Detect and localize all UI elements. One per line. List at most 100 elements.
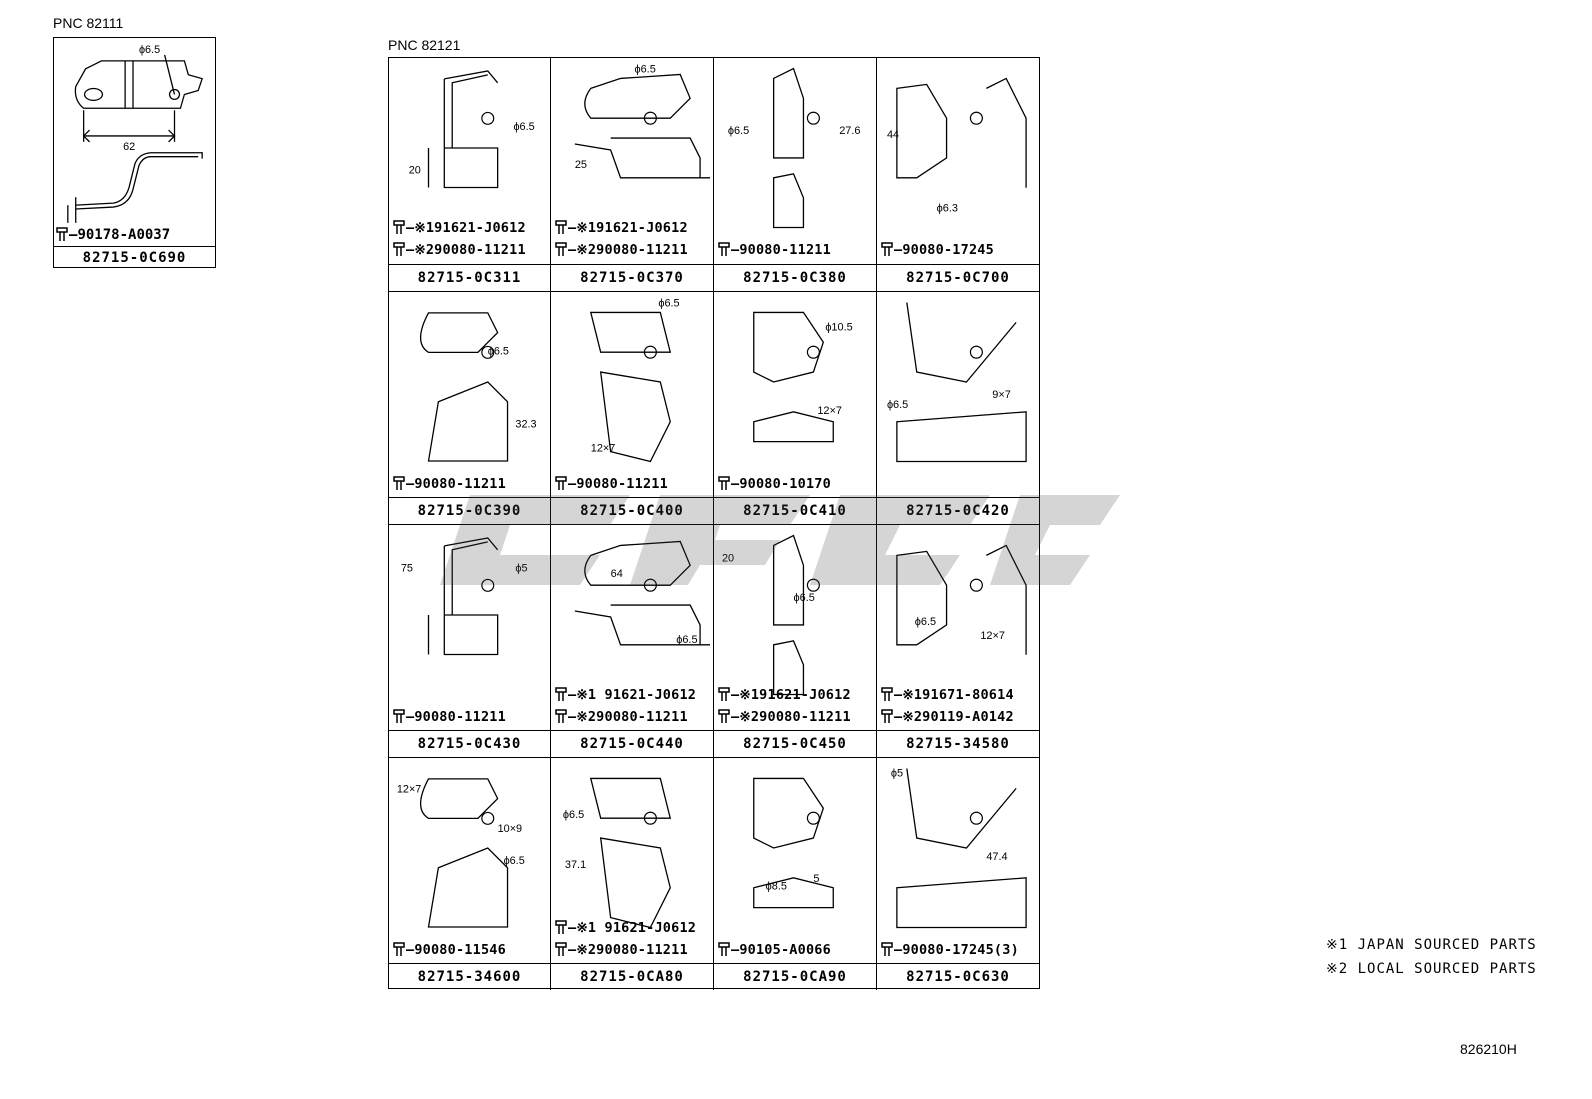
part-cell[interactable]: ϕ6.527.6—90080-11211—82715-0C380 (714, 58, 877, 292)
dim-label: 37.1 (565, 859, 586, 871)
bolt-dash: — (731, 242, 740, 258)
bolt-number: ※191621-J0612 (576, 220, 688, 236)
dim-label: ϕ6.5 (634, 63, 655, 75)
part-number[interactable]: 82715-0C370 (551, 264, 713, 291)
bolt-callout: —90178-A0037 (56, 224, 217, 246)
bolt-dash: — (731, 687, 740, 703)
bolt-callout-1: —90080-17245(3) (881, 940, 1039, 960)
bolt-icon (718, 687, 730, 701)
bolt-dash: — (894, 687, 903, 703)
part-number[interactable]: 82715-0C430 (389, 730, 550, 757)
bolt-number: 90080-11211 (576, 476, 668, 492)
bolt-number: 90080-11211 (414, 476, 506, 492)
part-number[interactable]: 82715-0C410 (714, 497, 876, 524)
part-number[interactable]: 82715-0C450 (714, 730, 876, 757)
bolt-number: ※1 91621-J0612 (576, 920, 697, 936)
part-number[interactable]: 82715-0CA90 (714, 963, 876, 990)
bolt-callout-2: —※290080-11211 (718, 707, 876, 727)
dim-label: 10×9 (498, 823, 522, 835)
part-cell[interactable]: ϕ6.532.3—90080-11211—82715-0C390 (389, 292, 551, 525)
bolt-icon (393, 220, 405, 234)
part-cell[interactable]: ϕ10.512×7—90080-10170—82715-0C410 (714, 292, 877, 525)
bolt-icon (881, 942, 893, 956)
part-number[interactable]: 82715-0C690 (54, 246, 215, 269)
bolt-dash: — (568, 220, 577, 236)
bolt-icon (393, 476, 405, 490)
bolt-dash: — (406, 242, 415, 258)
bolt-dash: — (731, 709, 740, 725)
bolt-icon (393, 709, 405, 723)
dim-label: 75 (401, 563, 413, 575)
bolt-icon (718, 709, 730, 723)
part-cell[interactable]: 12×710×9ϕ6.5—90080-11546—82715-34600 (389, 758, 551, 990)
bolt-number: 90080-11546 (414, 942, 506, 958)
bolt-callout-1: —※191621-J0612 (555, 218, 713, 238)
bolt-icon (555, 942, 567, 956)
bolt-callout-1: —90080-10170 (718, 474, 876, 494)
part-number[interactable]: 82715-34580 (877, 730, 1039, 757)
dim-label: ϕ8.5 (766, 881, 787, 893)
bolt-dash: — (406, 709, 415, 725)
bolt-icon (555, 709, 567, 723)
part-number[interactable]: 82715-0C390 (389, 497, 550, 524)
dim-label: ϕ6.3 (937, 203, 958, 215)
part-number[interactable]: 82715-0C630 (877, 963, 1039, 990)
dim-label: 32.3 (515, 418, 536, 430)
bolt-dash: — (406, 476, 415, 492)
part-number[interactable]: 82715-34600 (389, 963, 550, 990)
dim-label: ϕ6.5 (887, 399, 908, 411)
bracket-drawing: 20ϕ6.5 (722, 534, 820, 696)
part-cell[interactable]: 75ϕ5—90080-11211—82715-0C430 (389, 525, 551, 758)
part-number[interactable]: 82715-0C400 (551, 497, 713, 524)
bolt-number: ※290080-11211 (739, 709, 851, 725)
bolt-callout-1: —※191621-J0612 (718, 685, 876, 705)
dim-label: 47.4 (986, 851, 1007, 863)
bolt-icon (881, 687, 893, 701)
bracket-drawing: ϕ6.59×7 (887, 302, 1027, 463)
part-number[interactable]: 82715-0C700 (877, 264, 1039, 291)
part-cell[interactable]: ϕ6.59×7——82715-0C420 (877, 292, 1039, 525)
dim-label: 12×7 (817, 405, 842, 417)
part-number[interactable]: 82715-0C311 (389, 264, 550, 291)
bolt-dash: — (568, 242, 577, 258)
part-cell[interactable]: ϕ6.512×7—90080-11211—82715-0C400 (551, 292, 714, 525)
bolt-icon (881, 709, 893, 723)
part-box-82111[interactable]: ϕ6.5 62 —90178-A0037 82715-0C690 (53, 37, 216, 268)
bolt-icon (555, 920, 567, 934)
bolt-dash: — (894, 242, 903, 258)
dim-label: 12×7 (980, 630, 1005, 642)
bolt-dash: — (406, 220, 415, 236)
bolt-number: 90080-11211 (739, 242, 831, 258)
bolt-number: 90105-A0066 (739, 942, 831, 958)
bolt-number: ※290080-11211 (576, 942, 688, 958)
part-cell[interactable]: ϕ8.55—90105-A0066—82715-0CA90 (714, 758, 877, 990)
bracket-drawing: 75ϕ5 (401, 537, 528, 656)
bolt-number: ※1 91621-J0612 (576, 687, 697, 703)
dim-label: 20 (722, 552, 734, 564)
bracket-drawing: ϕ8.55 (753, 777, 834, 909)
bolt-icon (555, 476, 567, 490)
bolt-icon (56, 227, 68, 241)
bolt-callout-2: —※290080-11211 (393, 240, 550, 260)
bolt-number: ※290080-11211 (576, 709, 688, 725)
part-cell[interactable]: 20ϕ6.5—※191621-J0612—※290080-1121182715-… (714, 525, 877, 758)
bolt-number: ※290080-11211 (576, 242, 688, 258)
bolt-number: 90178-A0037 (77, 227, 171, 243)
part-number[interactable]: 82715-0CA80 (551, 963, 713, 990)
part-number[interactable]: 82715-0C440 (551, 730, 713, 757)
bracket-drawing: 12×710×9ϕ6.5 (397, 778, 525, 928)
bolt-icon (718, 476, 730, 490)
bolt-icon (393, 942, 405, 956)
part-number[interactable]: 82715-0C380 (714, 264, 876, 291)
bolt-callout-2: —※290119-A0142 (881, 707, 1039, 727)
bolt-number: ※191671-80614 (902, 687, 1014, 703)
part-number[interactable]: 82715-0C420 (877, 497, 1039, 524)
